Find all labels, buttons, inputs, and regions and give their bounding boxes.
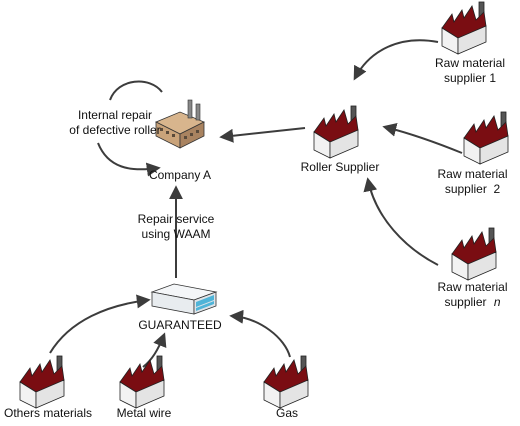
factory-icon <box>313 105 359 159</box>
factory-icon <box>119 355 165 409</box>
internal-repair-line-1: Internal repair <box>77 108 153 122</box>
waam-machine-icon <box>150 283 218 315</box>
arrow-gas-to-waam <box>229 309 291 358</box>
roller-supplier-label: Roller Supplier <box>300 160 380 174</box>
guaranteed-label: GUARANTEED <box>138 318 222 332</box>
others-materials-label: Others materials <box>3 406 93 420</box>
raw-supplier-n-line-1: Raw material <box>437 280 508 294</box>
arrow-rawn-to-roller <box>363 177 439 266</box>
metal-wire-label: Metal wire <box>116 406 172 420</box>
raw-supplier-1-label: Raw material supplier 1 <box>425 56 515 86</box>
raw-supplier-2-line-1: Raw material <box>437 167 508 181</box>
raw-supplier-n-line-2: supplier n <box>425 295 520 310</box>
arrow-roller-to-company <box>219 127 306 143</box>
arrow-others-to-waam <box>49 294 151 354</box>
gas-label: Gas <box>275 406 298 420</box>
repair-service-label: Repair service using WAAM <box>126 212 226 242</box>
factory-icon <box>451 227 497 281</box>
company-building-icon <box>155 99 205 149</box>
internal-repair-line-2: of defective roller <box>69 123 161 137</box>
arrow-internal-repair-loop-bottom <box>97 142 161 177</box>
raw-supplier-2-line-2: supplier 2 <box>444 182 501 196</box>
factory-icon <box>19 355 65 409</box>
raw-supplier-2-label: Raw material supplier 2 <box>425 167 520 197</box>
factory-icon <box>463 111 509 165</box>
raw-supplier-1-line-2: supplier 1 <box>443 71 497 85</box>
repair-service-line-1: Repair service <box>137 212 215 226</box>
factory-icon <box>441 1 487 55</box>
repair-service-line-2: using WAAM <box>141 227 211 241</box>
factory-icon <box>263 355 309 409</box>
internal-repair-label: Internal repair of defective roller <box>50 108 180 138</box>
arrow-internal-repair-loop-top <box>109 80 163 101</box>
raw-supplier-n-word: supplier <box>444 295 487 309</box>
arrows <box>49 39 463 368</box>
raw-supplier-n-index: n <box>493 295 501 309</box>
raw-supplier-n-label: Raw material supplier n <box>425 280 520 310</box>
arrow-raw2-to-roller <box>382 122 463 154</box>
raw-supplier-1-line-1: Raw material <box>434 56 506 70</box>
arrow-raw1-to-roller <box>353 39 439 81</box>
arrow-metal-to-waam <box>142 332 167 368</box>
company-a-label: Company A <box>148 168 212 182</box>
